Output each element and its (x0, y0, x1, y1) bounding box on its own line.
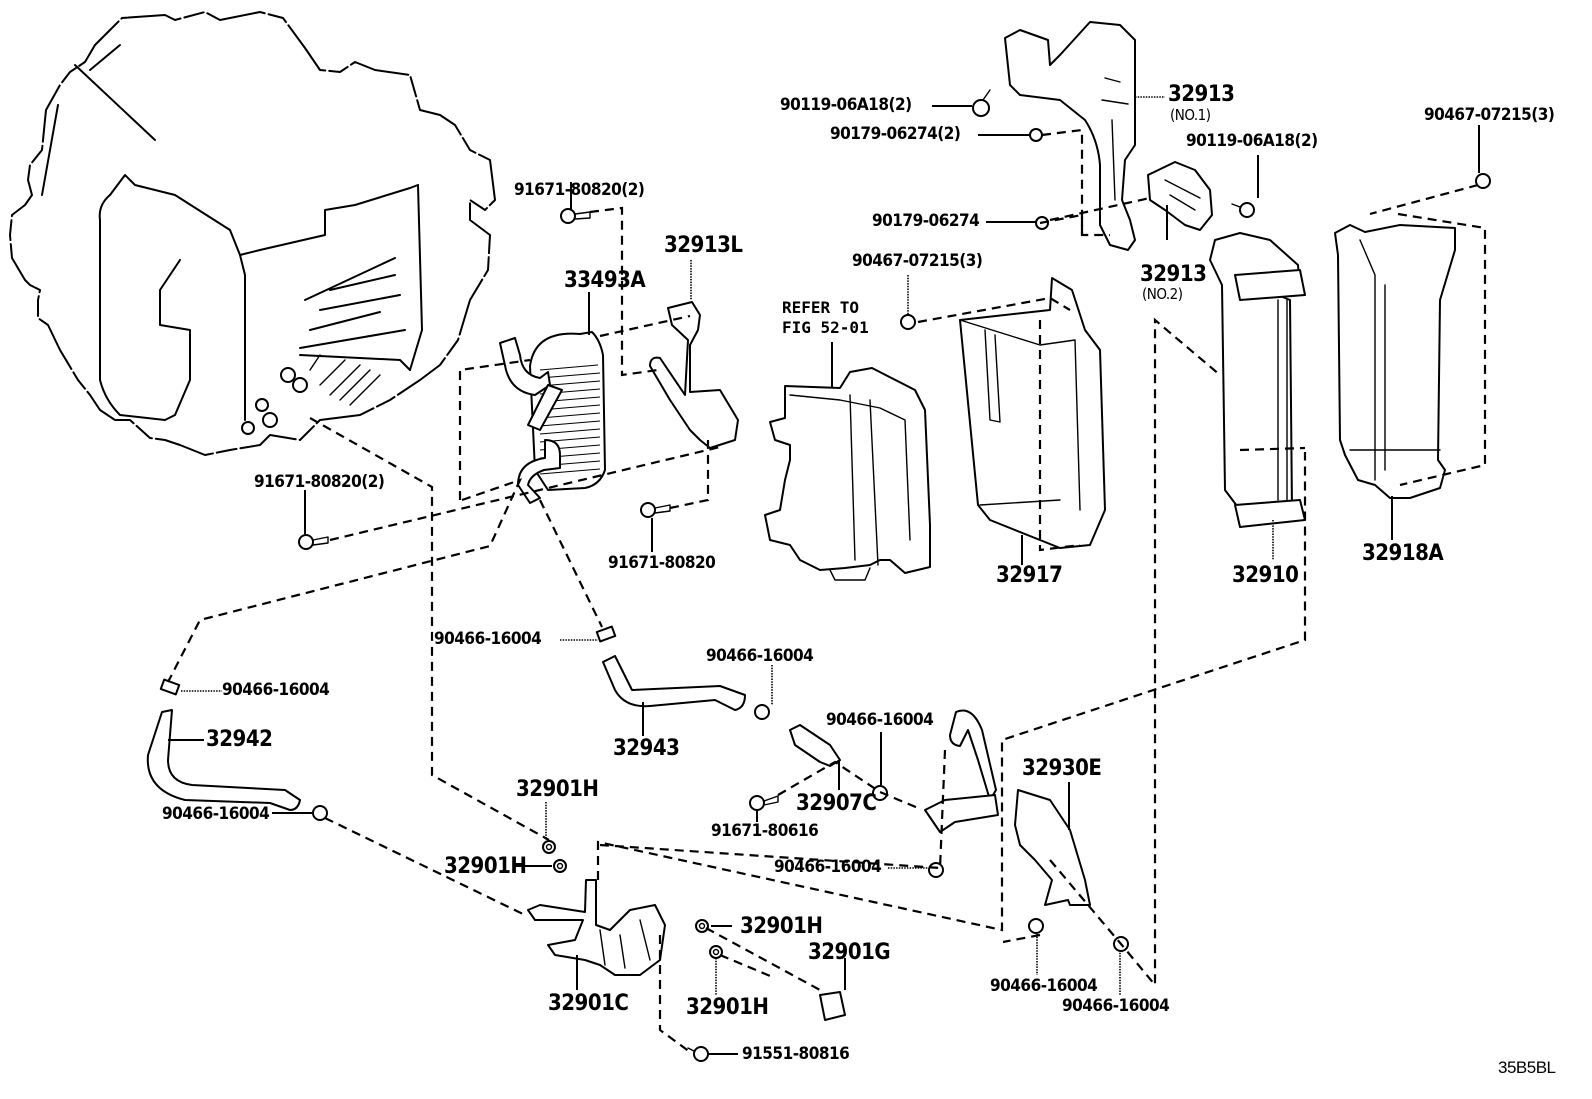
callout-c33[interactable]: 32901H (686, 995, 769, 1020)
hose-32942-drawing (146, 709, 301, 811)
callout-c21[interactable]: 32943 (613, 736, 680, 761)
callout-c22[interactable]: 90466-16004 (826, 710, 934, 730)
hose-clamp-icon (312, 805, 328, 821)
oil-cooler-drawing (499, 331, 606, 504)
assembly-dashed-lines (167, 128, 1487, 1053)
bolt-icon (972, 89, 991, 117)
callout-c25[interactable]: 32901H (516, 777, 599, 802)
callout-c19[interactable]: 90466-16004 (706, 646, 814, 666)
bolt-icon (640, 502, 671, 518)
transaxle-housing-drawing (9, 11, 496, 456)
hose-clamp-icon (1028, 918, 1044, 934)
valve-32907c-drawing (789, 724, 841, 767)
callout-c16[interactable]: 32918A (1362, 541, 1444, 566)
leader-lines (168, 96, 1480, 1055)
callout-c8[interactable]: 32913L (664, 233, 743, 258)
bracket-32913-no2-drawing (1147, 161, 1213, 231)
part-32918a-drawing (1334, 224, 1456, 499)
hose-32943-drawing (602, 655, 746, 711)
pipe-32901c-drawing (527, 879, 666, 976)
hose-clamp-icon (159, 678, 181, 696)
bolt-icon (560, 208, 591, 224)
callout-c29[interactable]: 90466-16004 (774, 857, 882, 877)
callout-c30[interactable]: 32901H (740, 914, 823, 939)
gasket-icon (695, 919, 709, 933)
callout-c10[interactable]: 33493A (564, 268, 646, 293)
callout-c11[interactable]: 32913 (1140, 262, 1207, 287)
callout-c2-note: (NO.1) (1170, 106, 1211, 124)
callout-c3[interactable]: 90179-06274(2) (830, 124, 961, 144)
clip-icon (900, 314, 916, 330)
callout-c27[interactable]: 91671-80616 (711, 821, 819, 841)
callout-c24[interactable]: 32907C (796, 791, 877, 816)
callout-c35[interactable]: 90466-16004 (1062, 996, 1170, 1016)
hose-32930e-drawing (924, 709, 1091, 906)
gasket-icon (542, 840, 556, 854)
callout-c12[interactable]: 91671-80820(2) (254, 472, 385, 492)
callout-c7[interactable]: 90179-06274 (872, 211, 980, 231)
hose-clamp-icon (595, 625, 617, 643)
refer-note-line1: REFER TO (782, 298, 860, 317)
callout-c13[interactable]: 91671-80820 (608, 553, 716, 573)
callout-c36[interactable]: 91551-80816 (742, 1044, 850, 1064)
callout-c26[interactable]: 90466-16004 (162, 804, 270, 824)
callout-c31[interactable]: 32901G (808, 940, 891, 965)
callout-c20[interactable]: 32942 (206, 727, 273, 752)
clip-icon (1475, 173, 1491, 189)
callout-c5[interactable]: 90119-06A18(2) (1186, 131, 1318, 151)
plug-icon (819, 991, 846, 1021)
callout-c15[interactable]: 32910 (1232, 563, 1299, 588)
callout-c1[interactable]: 90119-06A18(2) (780, 95, 912, 115)
refer-note-line2: FIG 52-01 (782, 318, 869, 337)
callout-c6[interactable]: 91671-80820(2) (514, 180, 645, 200)
hose-clamp-icon (754, 704, 770, 720)
bolt-icon (298, 534, 329, 550)
bolt-icon (687, 1046, 709, 1062)
callout-c14[interactable]: 32917 (996, 563, 1063, 588)
gasket-icon (553, 859, 567, 873)
callout-c32[interactable]: 32901C (548, 991, 629, 1016)
callout-c2[interactable]: 32913 (1168, 82, 1235, 107)
bolt-icon (1231, 202, 1255, 218)
air-box-drawing (764, 367, 931, 581)
callout-c18[interactable]: 90466-16004 (222, 680, 330, 700)
callout-c4[interactable]: 90467-07215(3) (1424, 105, 1555, 125)
callout-c28[interactable]: 32901H (444, 854, 527, 879)
bolt-icon (749, 795, 779, 811)
bracket-32913-no1-drawing (1004, 21, 1136, 251)
callout-c34[interactable]: 90466-16004 (990, 976, 1098, 996)
nut-icon (1029, 128, 1043, 142)
part-32910-drawing (1209, 232, 1306, 528)
bracket-32913l-drawing (649, 301, 739, 449)
duct-32917-drawing (959, 277, 1106, 549)
hose-clamp-icon (928, 862, 944, 878)
figure-code: 35B5BL (1498, 1058, 1556, 1077)
callout-c9[interactable]: 90467-07215(3) (852, 251, 983, 271)
callout-c17[interactable]: 90466-16004 (434, 629, 542, 649)
callout-c23[interactable]: 32930E (1022, 756, 1102, 781)
callout-c11-note: (NO.2) (1142, 285, 1183, 303)
